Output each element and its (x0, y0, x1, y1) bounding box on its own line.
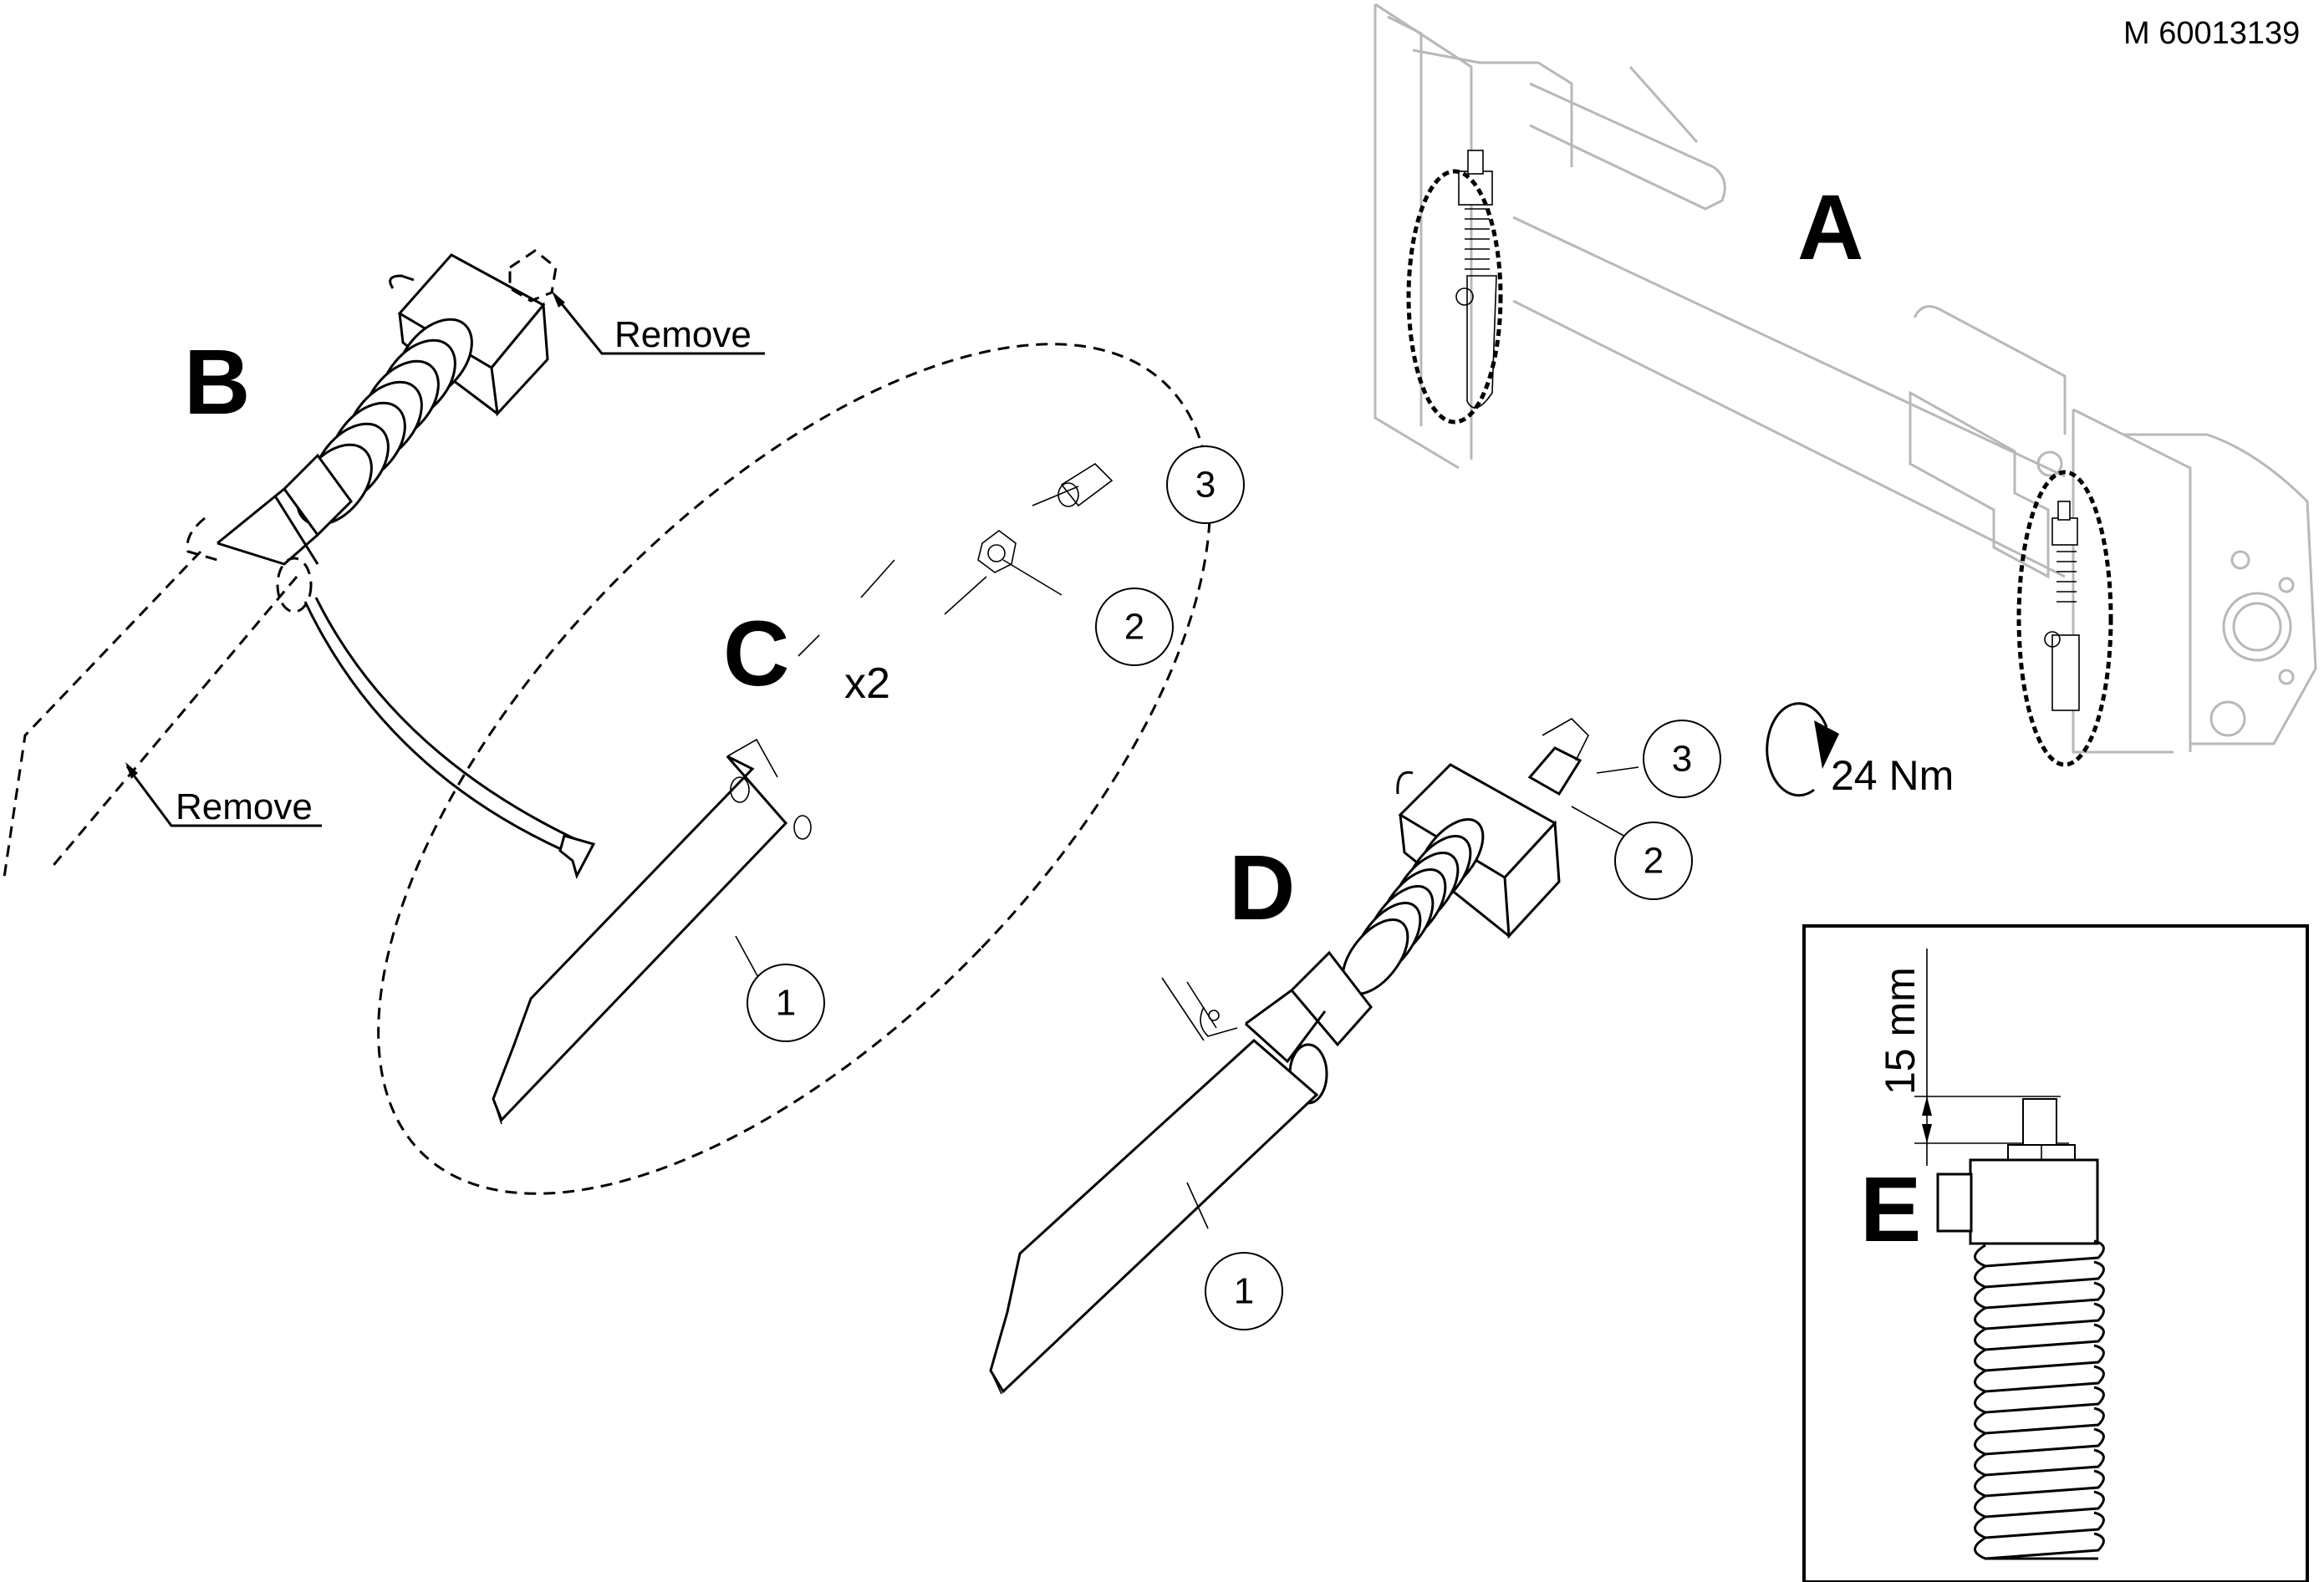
callout-c-3: 3 (1166, 445, 1245, 524)
frame-pin-left (1406, 150, 1503, 425)
torque-indicator: 24 Nm (1766, 702, 1954, 799)
view-e-label: E (1860, 1158, 1921, 1261)
view-d-label: D (1229, 837, 1295, 939)
svg-text:1: 1 (776, 983, 796, 1024)
view-a-frame (1374, 3, 2317, 767)
view-a-label: A (1797, 176, 1863, 279)
part-3-spacer (1058, 462, 1114, 507)
svg-text:2: 2 (1644, 841, 1664, 882)
dimension-label: 15 mm (1877, 967, 1924, 1095)
callout-c-2: 2 (1095, 588, 1174, 666)
frame-pin-right (2016, 470, 2113, 767)
remove-label-bottom: Remove (176, 786, 313, 827)
view-b-label: B (184, 331, 250, 434)
rotate-clockwise-icon (1766, 702, 1828, 797)
svg-text:3: 3 (1195, 465, 1216, 506)
remove-label-top: Remove (614, 314, 752, 355)
quantity-label: x2 (844, 659, 890, 708)
part-2-nut (977, 530, 1017, 573)
svg-text:1: 1 (1234, 1271, 1254, 1312)
callout-d-3: 3 (1643, 720, 1721, 798)
remove-callout-nut: Remove (552, 291, 765, 355)
callout-d-1: 1 (1205, 1252, 1283, 1330)
view-c-boundary (377, 343, 1211, 1195)
svg-text:3: 3 (1672, 739, 1692, 780)
view-c-parts (492, 462, 1114, 1125)
torque-value: 24 Nm (1831, 752, 1954, 799)
transition-arrow-b-to-c (303, 597, 596, 880)
remove-callout-pin: Remove (125, 762, 322, 827)
callout-d-2: 2 (1614, 822, 1693, 900)
view-c-label: C (723, 603, 789, 705)
callout-c-1: 1 (747, 964, 825, 1042)
svg-text:2: 2 (1124, 607, 1144, 648)
view-d-assembly (989, 718, 1639, 1395)
view-b-pin-assembly (3, 249, 558, 878)
view-e-detail-box: 15 mm (1802, 924, 2309, 1582)
reference-code: M 60013139 (2123, 16, 2300, 51)
